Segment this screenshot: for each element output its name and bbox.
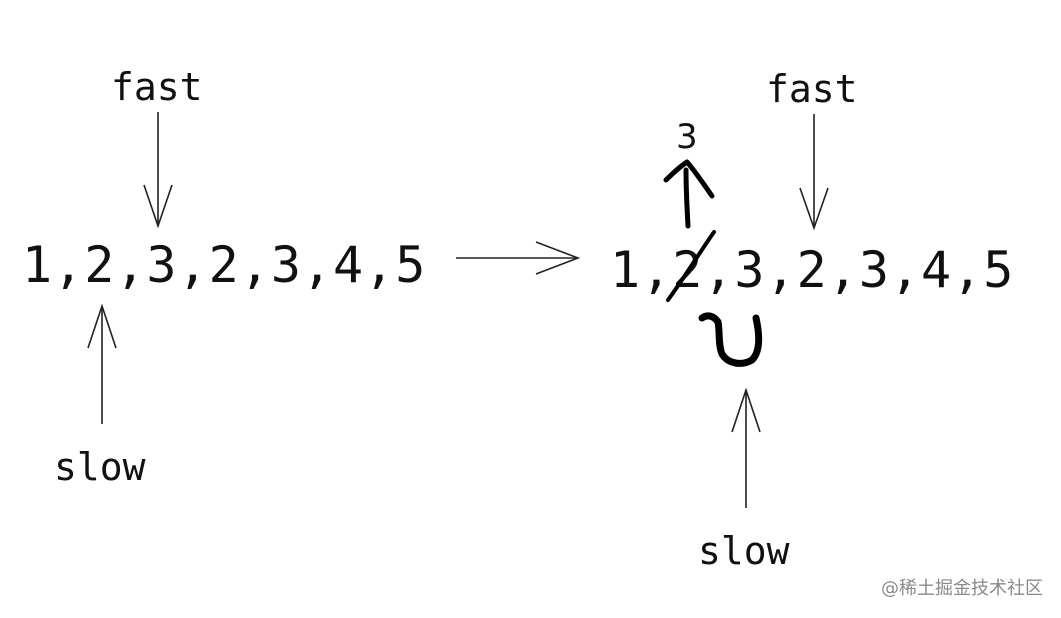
right-slow-label: slow (698, 529, 790, 573)
left-slow-label: slow (54, 445, 146, 489)
right-sequence: 1,2,3,2,3,4,5 (610, 241, 1015, 299)
handwritten-replacement-value: 3 (676, 117, 698, 157)
right-fast-label: fast (766, 67, 858, 111)
left-sequence: 1,2,3,2,3,4,5 (22, 236, 427, 294)
right-fast-down-arrow (799, 114, 829, 231)
handwritten-up-arrow (663, 159, 715, 229)
right-slow-up-arrow (731, 387, 761, 508)
handwritten-swap-arrow (698, 312, 763, 367)
left-fast-label: fast (111, 65, 203, 109)
transition-right-arrow (456, 241, 581, 275)
left-slow-up-arrow (87, 303, 117, 424)
left-fast-down-arrow (143, 112, 173, 229)
watermark: @稀土掘金技术社区 (881, 578, 1043, 599)
